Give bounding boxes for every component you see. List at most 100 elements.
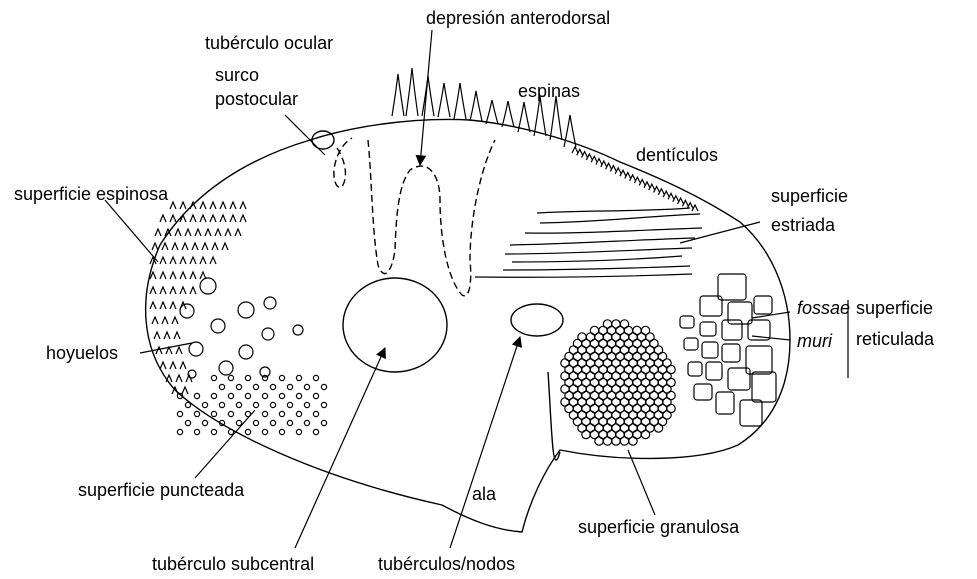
fossa-cell: [722, 320, 742, 340]
spine: [534, 96, 546, 136]
denticle: [630, 175, 636, 181]
ala-inner-line: [548, 372, 560, 460]
punctum: [177, 411, 182, 416]
denticle: [668, 193, 674, 199]
punctum: [236, 384, 241, 389]
punctum: [228, 429, 233, 434]
leader-granulosa: [628, 450, 655, 515]
denticle: [582, 152, 588, 158]
spine-mark: [160, 287, 166, 294]
spine: [502, 101, 514, 127]
punctum: [296, 411, 301, 416]
denticle: [596, 159, 602, 165]
fossa-cell: [684, 338, 698, 350]
eye-tubercle: [312, 131, 334, 149]
punctum: [185, 402, 190, 407]
spine-mark: [174, 332, 180, 339]
punctum: [321, 384, 326, 389]
punctum: [279, 393, 284, 398]
punctum: [219, 402, 224, 407]
punctum: [245, 393, 250, 398]
spine-mark: [182, 387, 188, 394]
label-tuberculo-subcentral: tubérculo subcentral: [152, 554, 314, 574]
postocular-sulcus: [334, 138, 352, 187]
punctum: [313, 429, 318, 434]
spine-mark: [170, 362, 176, 369]
spine-mark: [235, 229, 241, 236]
spine-mark: [152, 243, 158, 250]
leader-espinosa: [105, 200, 158, 262]
denticle: [625, 173, 631, 179]
denticle: [610, 166, 616, 172]
punctum: [304, 402, 309, 407]
denticle: [572, 147, 578, 153]
denticle: [663, 191, 669, 197]
punctum: [253, 384, 258, 389]
granulose-surface: [561, 320, 675, 445]
reticulated-surface: [680, 274, 776, 426]
spine-mark: [190, 215, 196, 222]
denticle: [634, 177, 640, 183]
fossa-cell: [694, 384, 712, 400]
punctum: [194, 429, 199, 434]
label-reticulada-2: reticulada: [856, 329, 935, 349]
spine-mark: [210, 257, 216, 264]
spine-mark: [160, 215, 166, 222]
punctum: [228, 375, 233, 380]
pit: [238, 302, 254, 318]
spine-mark: [176, 375, 182, 382]
leader-hoyuelos: [140, 343, 192, 353]
spine-mark: [182, 243, 188, 250]
leader-surco: [285, 115, 325, 155]
spine-mark: [190, 257, 196, 264]
spine-mark: [170, 215, 176, 222]
spine: [422, 76, 434, 116]
spine-mark: [222, 243, 228, 250]
spine-mark: [164, 332, 170, 339]
spine-mark: [172, 243, 178, 250]
denticle: [673, 196, 679, 202]
spine: [470, 91, 482, 121]
punctum: [177, 429, 182, 434]
punctum: [194, 411, 199, 416]
spine-mark: [170, 202, 176, 209]
punctum: [211, 411, 216, 416]
granule: [654, 424, 662, 432]
fossa-cell: [752, 372, 776, 402]
spine-mark: [180, 215, 186, 222]
granule: [595, 437, 603, 445]
denticle: [591, 156, 597, 162]
pit: [200, 278, 216, 294]
label-tuberculo-ocular: tubérculo ocular: [205, 33, 333, 53]
granule: [612, 437, 620, 445]
spine: [406, 68, 418, 116]
leader-estriada: [680, 222, 760, 243]
spine-mark: [200, 202, 206, 209]
anterodorsal-depression: [368, 140, 495, 296]
denticle: [577, 149, 583, 155]
label-puncteada: superficie puncteada: [78, 480, 245, 500]
label-estriada-2: estriada: [771, 215, 836, 235]
spine-mark: [192, 243, 198, 250]
spine-mark: [225, 229, 231, 236]
spine-mark: [162, 317, 168, 324]
spine-mark: [220, 202, 226, 209]
spine-mark: [152, 317, 158, 324]
label-espinas: espinas: [518, 81, 580, 101]
punctum: [211, 375, 216, 380]
granule: [641, 430, 649, 438]
denticle: [601, 161, 607, 167]
punctum: [211, 429, 216, 434]
pit: [262, 328, 274, 340]
spine: [392, 74, 404, 116]
denticle: [658, 189, 664, 195]
denticle: [586, 154, 592, 160]
spine-mark: [160, 362, 166, 369]
punctum: [287, 420, 292, 425]
label-superficie-espinosa: superficie espinosa: [14, 184, 169, 204]
denticle: [606, 163, 612, 169]
spine-mark: [180, 257, 186, 264]
fossa-cell: [728, 368, 750, 390]
denticle: [644, 182, 650, 188]
